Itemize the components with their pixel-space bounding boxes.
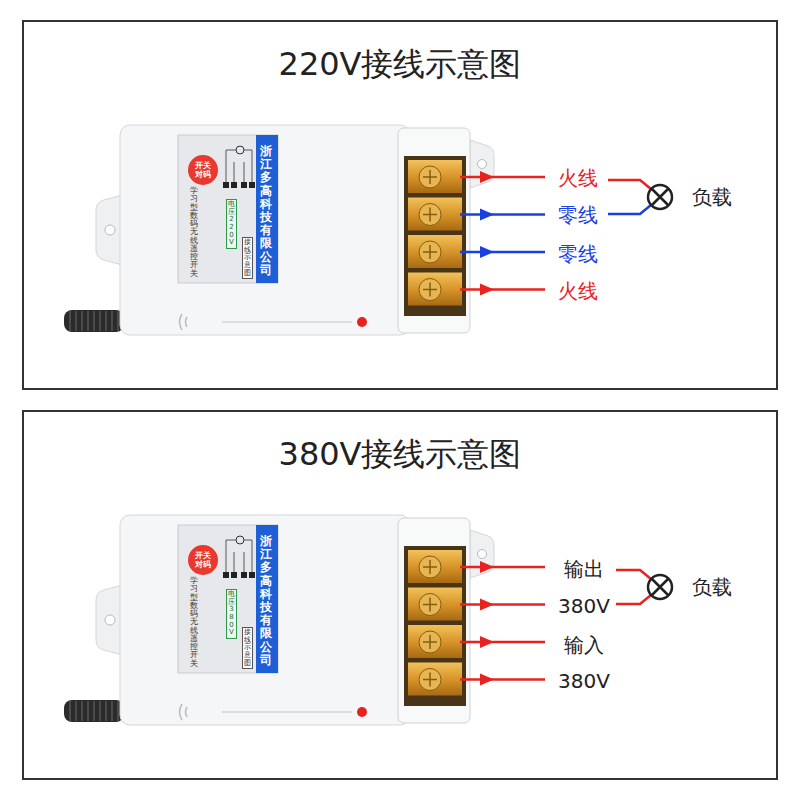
load-wire [608, 205, 651, 214]
badge-text: 开关对码 [194, 551, 212, 569]
arrowhead [480, 561, 494, 573]
wire [460, 678, 545, 681]
wire-label: 零线 [558, 242, 598, 266]
device-label: 开关对码学习型数码无线遥控开关 浙江多高科技有限公司接线示意图电压:220V [180, 137, 280, 285]
wire-label: 输入 [564, 633, 604, 657]
wire-label: 负载 [692, 575, 732, 599]
diagram-panel: 220V接线示意图开关对码学习型数码无线遥控开关 浙江多高科技有限公司接线示意图电… [22, 20, 778, 390]
panel-title: 220V接线示意图 [24, 44, 776, 84]
label-text: 接线示意图 [242, 627, 253, 669]
label-text: 浙江多高科技有限公司 [260, 145, 272, 277]
arrowhead [480, 209, 494, 221]
panel-title: 380V接线示意图 [24, 434, 776, 474]
arrowhead [480, 636, 494, 648]
arrowhead [480, 599, 494, 611]
label-text: 电压:380V [226, 589, 237, 639]
wire-label: 火线 [558, 279, 598, 303]
arrowhead [480, 246, 494, 258]
wire-label: 负载 [692, 185, 732, 209]
switch-220v [64, 125, 494, 335]
arrowhead [480, 171, 494, 183]
load-lamp [648, 185, 672, 209]
wire [460, 641, 545, 644]
switch-380v [64, 515, 494, 725]
label-text: 学习型数码无线遥控开关 [190, 187, 198, 278]
label-text: 学习型数码无线遥控开关 [190, 577, 198, 668]
wire [460, 251, 545, 254]
wire [460, 566, 545, 569]
wire-label: 输出 [564, 557, 604, 581]
arrowhead [480, 674, 494, 686]
device-label: 开关对码学习型数码无线遥控开关 浙江多高科技有限公司接线示意图电压:380V [180, 527, 280, 675]
pairing-badge: 开关对码 [188, 155, 218, 185]
wire [460, 288, 545, 291]
label-text: 电压:220V [226, 199, 237, 249]
wire [460, 176, 545, 179]
wire-label: 380V [558, 594, 610, 618]
lamp-cross [652, 189, 669, 206]
pairing-badge: 开关对码 [188, 545, 218, 575]
wire-label: 火线 [558, 166, 598, 190]
label-text: 浙江多高科技有限公司 [260, 535, 272, 667]
lamp-cross [652, 579, 669, 596]
badge-text: 开关对码 [194, 161, 212, 179]
load-wire [616, 570, 651, 579]
label-text: 接线示意图 [242, 237, 253, 279]
load-wire [616, 595, 651, 604]
arrowhead [480, 284, 494, 296]
wire-label: 零线 [558, 203, 598, 227]
wire-label: 380V [558, 669, 610, 693]
load-wire [608, 180, 651, 189]
diagram-panel: 380V接线示意图开关对码学习型数码无线遥控开关 浙江多高科技有限公司接线示意图电… [22, 410, 778, 780]
wire [460, 213, 545, 216]
load-lamp [648, 575, 672, 599]
wire [460, 603, 545, 606]
